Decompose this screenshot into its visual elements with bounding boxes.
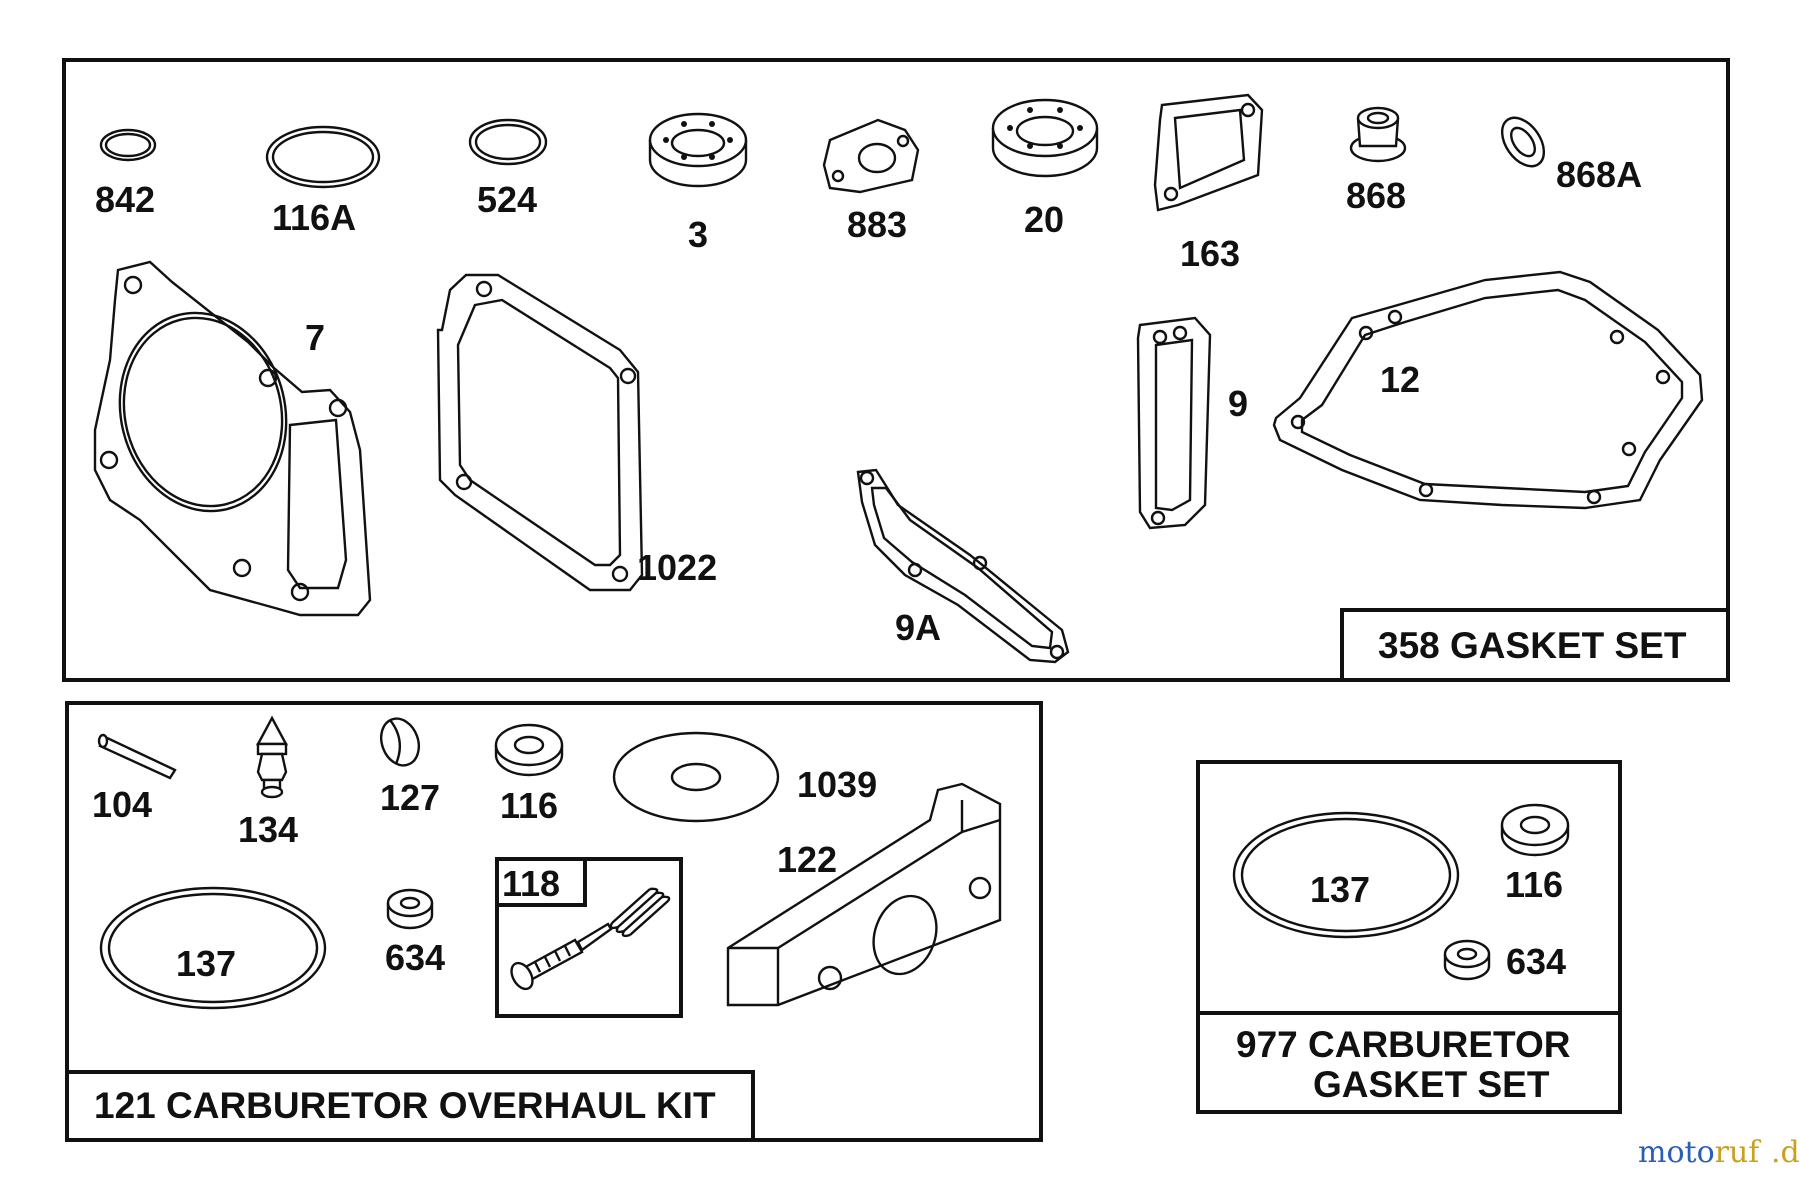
- part-3-oil-seal: [648, 112, 748, 188]
- carb-gasket-set-title-line1: 977 CARBURETOR: [1236, 1024, 1570, 1065]
- part-9a-gasket: [856, 468, 1070, 664]
- part-524-oring: [468, 118, 548, 166]
- part-883-flange-gasket: [822, 118, 920, 194]
- part-118-spring: [609, 887, 671, 938]
- carburetor-gasket-set-panel: 977 CARBURETOR GASKET SET 137 116 634: [1196, 760, 1622, 1114]
- part-label: 137: [1310, 869, 1370, 910]
- part-label: 868: [1346, 175, 1406, 216]
- part-127-welch-plug: [379, 717, 421, 767]
- part-868a-washer: [1500, 116, 1546, 168]
- part-label: 634: [385, 937, 445, 978]
- part-7-head-gasket: [93, 260, 372, 617]
- part-118-screw: [510, 922, 613, 991]
- part-116-washer: [1500, 803, 1570, 857]
- part-20-oil-seal: [991, 98, 1099, 178]
- carb-gasket-set-title-box: [1196, 1011, 1622, 1114]
- part-118-inset: 118: [495, 857, 683, 1018]
- watermark-suffix: .de: [1771, 1135, 1800, 1170]
- part-label: 104: [92, 784, 152, 825]
- part-118-inset-frame: [495, 857, 683, 1018]
- part-label: 116A: [272, 197, 356, 238]
- part-634-washer: [1443, 939, 1491, 981]
- part-label: 134: [238, 809, 298, 850]
- part-842-oring: [99, 128, 157, 162]
- gasket-set-panel: 358 GASKET SET 842 116A 524 3: [62, 58, 1730, 682]
- part-label: 116: [1505, 864, 1563, 905]
- gasket-set-title: 358 GASKET SET: [1378, 625, 1687, 666]
- part-12-crankcase-gasket: [1272, 270, 1704, 510]
- part-label: 634: [1506, 941, 1566, 982]
- part-137-ring: [1232, 811, 1460, 939]
- part-134-needle-valve: [255, 715, 289, 799]
- part-label: 868A: [1556, 154, 1642, 195]
- part-label: 122: [777, 839, 837, 880]
- gasket-set-title-box: [1340, 608, 1730, 682]
- part-9-gasket: [1136, 316, 1212, 530]
- part-1022-gasket: [436, 273, 644, 592]
- watermark-logo: motoruf .de: [1638, 1135, 1800, 1170]
- part-label: 883: [847, 204, 907, 245]
- part-label: 1039: [797, 764, 877, 805]
- part-label: 7: [305, 317, 325, 358]
- part-116-washer: [494, 723, 564, 777]
- part-label: 127: [380, 777, 440, 818]
- part-122-spacer: [726, 782, 1002, 1007]
- part-label: 137: [176, 943, 236, 984]
- part-label: 12: [1380, 359, 1420, 400]
- part-137-ring: [99, 886, 327, 1010]
- part-label: 116: [500, 785, 558, 826]
- part-163-gasket: [1153, 93, 1264, 212]
- part-label: 1022: [637, 547, 717, 588]
- carburetor-overhaul-kit-panel: 121 CARBURETOR OVERHAUL KIT 104 134 127: [65, 701, 1043, 1142]
- gasket-set-frame: [62, 58, 1730, 682]
- part-label: 118: [502, 863, 560, 904]
- part-1039-diaphragm: [612, 731, 780, 823]
- part-label: 9A: [895, 607, 941, 648]
- part-118-label-box: [495, 857, 587, 907]
- part-label: 524: [477, 179, 537, 220]
- part-label: 20: [1024, 199, 1064, 240]
- part-label: 163: [1180, 233, 1240, 274]
- part-label: 842: [95, 179, 155, 220]
- part-868-grommet: [1349, 106, 1407, 163]
- overhaul-kit-title-box: [65, 1070, 755, 1142]
- part-104-pin: [97, 733, 177, 780]
- part-116a-oring: [265, 125, 381, 189]
- part-634-washer: [386, 888, 434, 930]
- overhaul-kit-title: 121 CARBURETOR OVERHAUL KIT: [94, 1085, 716, 1126]
- carb-gasket-set-title-line2: GASKET SET: [1313, 1064, 1550, 1105]
- watermark-text: motoruf: [1638, 1135, 1761, 1170]
- part-label: 9: [1228, 383, 1248, 424]
- part-label: 3: [688, 214, 708, 255]
